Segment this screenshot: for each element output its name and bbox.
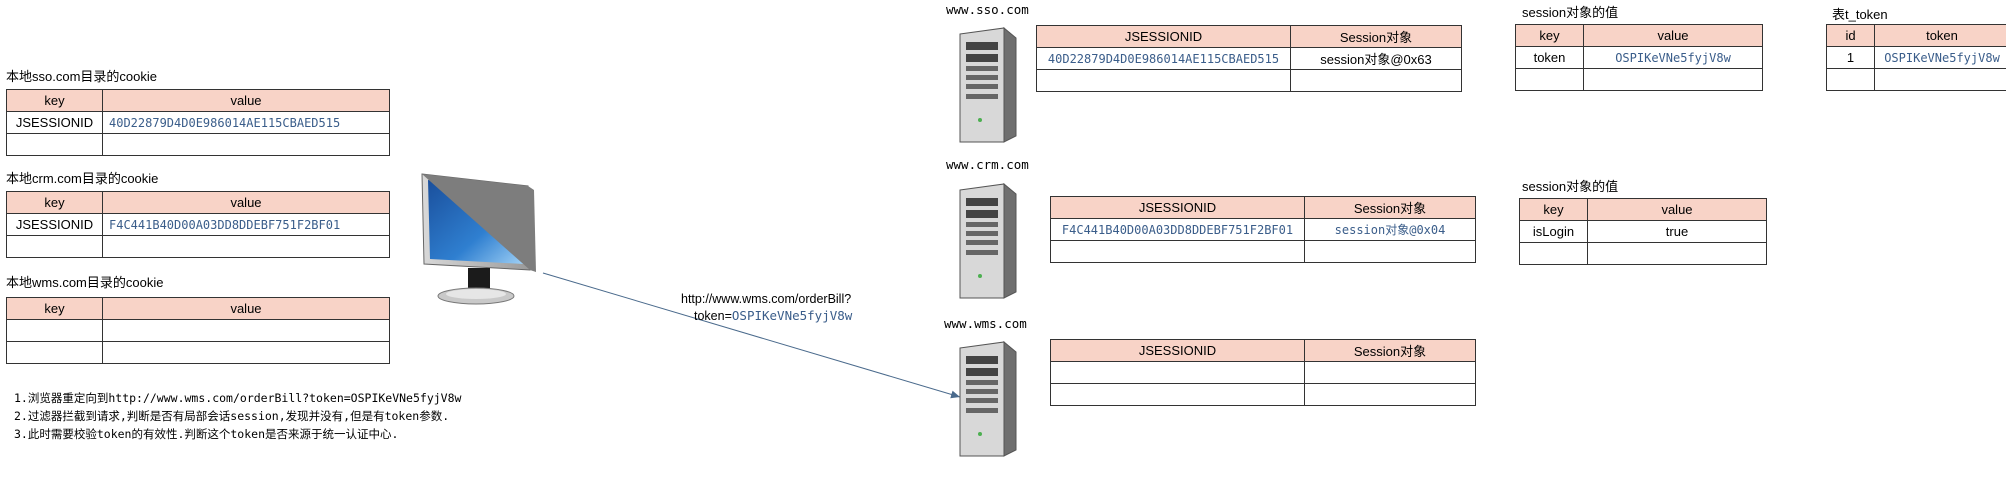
header-cell: Session对象 (1304, 339, 1476, 362)
jsessionid-cell (1050, 240, 1305, 263)
jsessionid-cell (1050, 361, 1305, 384)
header-cell: JSESSIONID (1036, 25, 1291, 48)
header-cell: Session对象 (1290, 25, 1462, 48)
request-url-line1: http://www.wms.com/orderBill? (681, 292, 852, 306)
id-cell (1826, 68, 1875, 91)
value-cell (1583, 68, 1763, 91)
wms-host-label: www.wms.com (944, 316, 1027, 331)
sso-cookie-title: 本地sso.com目录的cookie (6, 69, 157, 84)
header-cell: JSESSIONID (1050, 339, 1305, 362)
header-cell: key (1515, 24, 1584, 47)
jsessionid-cell (1050, 383, 1305, 406)
sso-host-label: www.sso.com (946, 2, 1029, 17)
key-cell: JSESSIONID (6, 111, 103, 134)
step-3-note: 3.此时需要校验token的有效性.判断这个token是否来源于统一认证中心. (14, 427, 399, 441)
key-cell (1515, 68, 1584, 91)
step-1-note: 1.浏览器重定向到http://www.wms.com/orderBill?to… (14, 391, 462, 405)
key-cell: isLogin (1519, 220, 1588, 243)
token-cell: OSPIKeVNe5fyjV8w (1874, 46, 2006, 69)
sso-server-icon (959, 26, 1017, 143)
header-cell: value (102, 191, 390, 214)
header-cell: id (1826, 24, 1875, 47)
jsessionid-cell: F4C441B40D00A03DD8DDEBF751F2BF01 (1050, 218, 1305, 241)
t-token-title: 表t_token (1832, 7, 1888, 22)
sso-session-value-title: session对象的值 (1522, 5, 1619, 20)
session-object-cell: session对象@0x04 (1304, 218, 1476, 241)
header-cell: Session对象 (1304, 196, 1476, 219)
step-2-note: 2.过滤器拦截到请求,判断是否有局部会话session,发现并没有,但是有tok… (14, 409, 450, 423)
session-object-cell: session对象@0x63 (1290, 47, 1462, 70)
value-cell (102, 133, 390, 156)
crm-session-value-title: session对象的值 (1522, 179, 1619, 194)
crm-cookie-title: 本地crm.com目录的cookie (6, 171, 159, 186)
value-cell: true (1587, 220, 1767, 243)
crm-server-icon (959, 182, 1017, 299)
wms-cookie-title: 本地wms.com目录的cookie (6, 275, 164, 290)
session-object-cell (1304, 361, 1476, 384)
header-cell: value (102, 297, 390, 320)
request-token-value: OSPIKeVNe5fyjV8w (731, 308, 853, 323)
header-cell: key (6, 191, 103, 214)
id-cell: 1 (1826, 46, 1875, 69)
header-cell: value (1587, 198, 1767, 221)
jsessionid-cell: 40D22879D4D0E986014AE115CBAED515 (1036, 47, 1291, 70)
value-cell (1587, 242, 1767, 265)
session-object-cell (1304, 240, 1476, 263)
key-cell: token (1515, 46, 1584, 69)
header-cell: key (1519, 198, 1588, 221)
request-url-line2: token=OSPIKeVNe5fyjV8w (694, 308, 852, 323)
header-cell: value (1583, 24, 1763, 47)
crm-host-label: www.crm.com (946, 157, 1029, 172)
header-cell: key (6, 297, 103, 320)
value-cell (102, 235, 390, 258)
request-token-label: token= (694, 309, 732, 323)
header-cell: JSESSIONID (1050, 196, 1305, 219)
monitor-icon (421, 173, 536, 305)
session-object-cell (1290, 69, 1462, 92)
token-cell (1874, 68, 2006, 91)
key-cell (1519, 242, 1588, 265)
value-cell: OSPIKeVNe5fyjV8w (1583, 46, 1763, 69)
header-cell: value (102, 89, 390, 112)
value-cell: 40D22879D4D0E986014AE115CBAED515 (102, 111, 390, 134)
header-cell: key (6, 89, 103, 112)
header-cell: token (1874, 24, 2006, 47)
wms-server-icon (959, 340, 1017, 457)
value-cell (102, 341, 390, 364)
jsessionid-cell (1036, 69, 1291, 92)
session-object-cell (1304, 383, 1476, 406)
